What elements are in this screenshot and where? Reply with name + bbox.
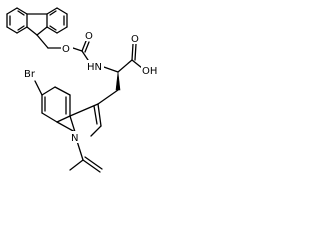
ether-oxygen-label: O [62,44,70,55]
molecule-structure: O O HN O OH Br N [6,7,161,173]
carbamate-linker [36,34,91,64]
amide-nh-label: HN [87,62,102,73]
acid-hydroxyl-label: OH [142,66,157,77]
carbamate-carbonyl-oxygen-label: O [85,31,93,42]
acetyl-group [69,140,103,173]
stereo-wedge-bond [115,71,121,91]
fluorene-right-ring [46,7,68,34]
indole-nitrogen-label: N [71,133,78,144]
bromine-label: Br [24,69,36,80]
indole-group [34,80,119,137]
fluorene-group [6,7,68,36]
fluorene-left-ring [6,7,28,34]
amino-acid-backbone [100,43,143,91]
acid-carbonyl-oxygen-label: O [131,34,139,45]
fluorene-five-ring [26,13,48,36]
